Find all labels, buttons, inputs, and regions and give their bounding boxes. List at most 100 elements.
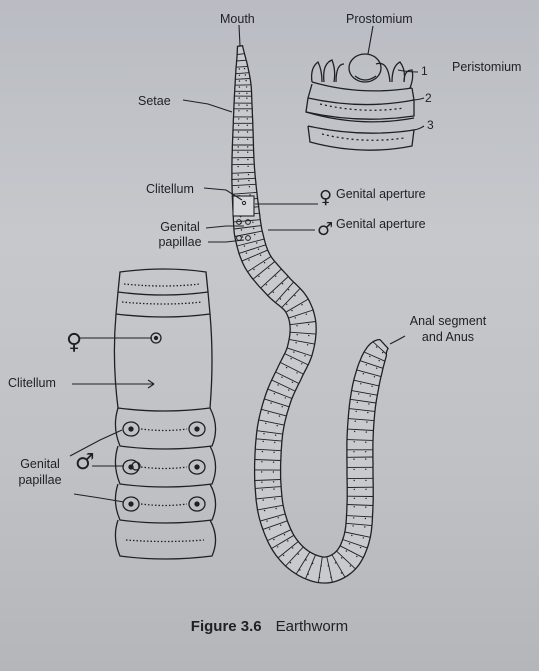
seta-dot [238,80,241,82]
seta-dot [246,131,249,133]
worm-segment-ring [260,513,286,522]
worm-segment-ring [237,53,245,55]
worm-segment-ring [252,261,276,280]
worm-segment-ring [359,360,384,369]
seta-dot [353,479,355,482]
seta-dot [294,317,296,319]
worm-segment-ring [255,448,282,452]
seta-dot [305,313,307,315]
seta-dot [246,92,248,95]
seta-dot [279,298,282,300]
worm-segment-ring [236,238,265,247]
seta-dot [277,384,279,386]
worm-segment-ring [281,288,301,308]
seta-dot [356,401,358,404]
worm-segment-ring [267,529,292,542]
seta-dot [270,402,272,404]
detail-papilla-right-center [194,501,200,507]
segment-3-label: 3 [427,118,434,132]
seta-dot [320,565,322,567]
seta-dot [245,86,248,88]
worm-segment-ring [277,541,299,559]
detail-papilla-left [122,421,140,437]
figure-number: Figure 3.6 [190,618,262,635]
seta-dot [358,393,360,395]
detail-setae-row [125,539,205,543]
detail-setae-row [140,503,188,507]
seta-dot [369,395,371,397]
head-detail [305,53,415,151]
seta-dot [290,358,292,360]
seta-dot [285,366,288,369]
worm-segment-ring [346,504,374,506]
seta-dot [348,543,351,545]
female-genital-aperture-label: Genital aperture [336,187,426,201]
seta-dot [349,565,351,567]
worm-segment-ring [285,298,309,313]
worm-segment-ring [271,534,295,549]
detail-setae-row [140,466,188,470]
worm-segment-ring [232,191,257,195]
seta-dot [369,355,371,358]
seta-dot [352,525,354,527]
worm-segment-ring [256,430,283,435]
worm-segment-ring [267,276,289,296]
worm-segment-ring [241,249,268,262]
worm-segment-ring [342,539,368,549]
leader-lines [69,24,425,503]
seta-dot [282,554,285,557]
worm-segment-ring [372,341,387,355]
seta-dot [297,553,300,555]
seta-dot [287,289,290,291]
seta-dot [238,104,240,106]
worm-female-pore [241,200,247,206]
genital-papillae-label-line2: papillae [158,235,202,249]
setae-label: Setae [138,94,171,108]
seta-dot [266,520,268,522]
seta-dot [378,360,380,362]
segment-1-label: 1 [421,64,428,78]
seta-dot [265,422,267,425]
worm-segment-ring [258,419,285,426]
seta-dot [237,151,239,153]
seta-dot [301,363,303,365]
seta-dot [272,471,275,473]
worm-segment-ring [349,408,375,412]
seta-dot [375,346,378,348]
detail-papillae-segment [114,407,217,450]
seta-dot [237,165,239,168]
female-symbol-detail-icon: ♀ [66,330,83,355]
worm-segment-ring [271,379,296,392]
seta-dot [237,124,240,127]
seta-dot [263,433,265,435]
seta-dot [237,186,240,188]
clitellum-detail-label: Clitellum [8,376,56,390]
worm-segment-ring [264,398,290,408]
worm-segment-ring [233,225,262,230]
worm-segment-ring [286,347,312,357]
seta-dot [340,572,343,574]
worm-segment-ring [356,369,382,378]
seta-dot [265,284,268,286]
seta-dot [237,131,240,133]
seta-dot [243,67,246,70]
seta-dot [274,434,277,436]
worm-segment-ring [255,495,282,500]
worm-segment-ring [275,281,294,303]
seta-dot [359,546,362,549]
worm-segment-ring [238,244,266,254]
seta-dot [273,451,275,453]
seta-dot [365,458,367,460]
seta-dot [263,262,266,264]
worm-segment-ring [351,390,378,396]
seta-dot [288,389,290,391]
seta-dot [237,159,239,161]
seta-dot [261,461,263,463]
worm-segment-ring [344,531,371,538]
seta-dot [296,372,298,374]
seta-dot [238,92,240,95]
seta-dot [248,259,250,261]
seta-dot [353,451,355,453]
